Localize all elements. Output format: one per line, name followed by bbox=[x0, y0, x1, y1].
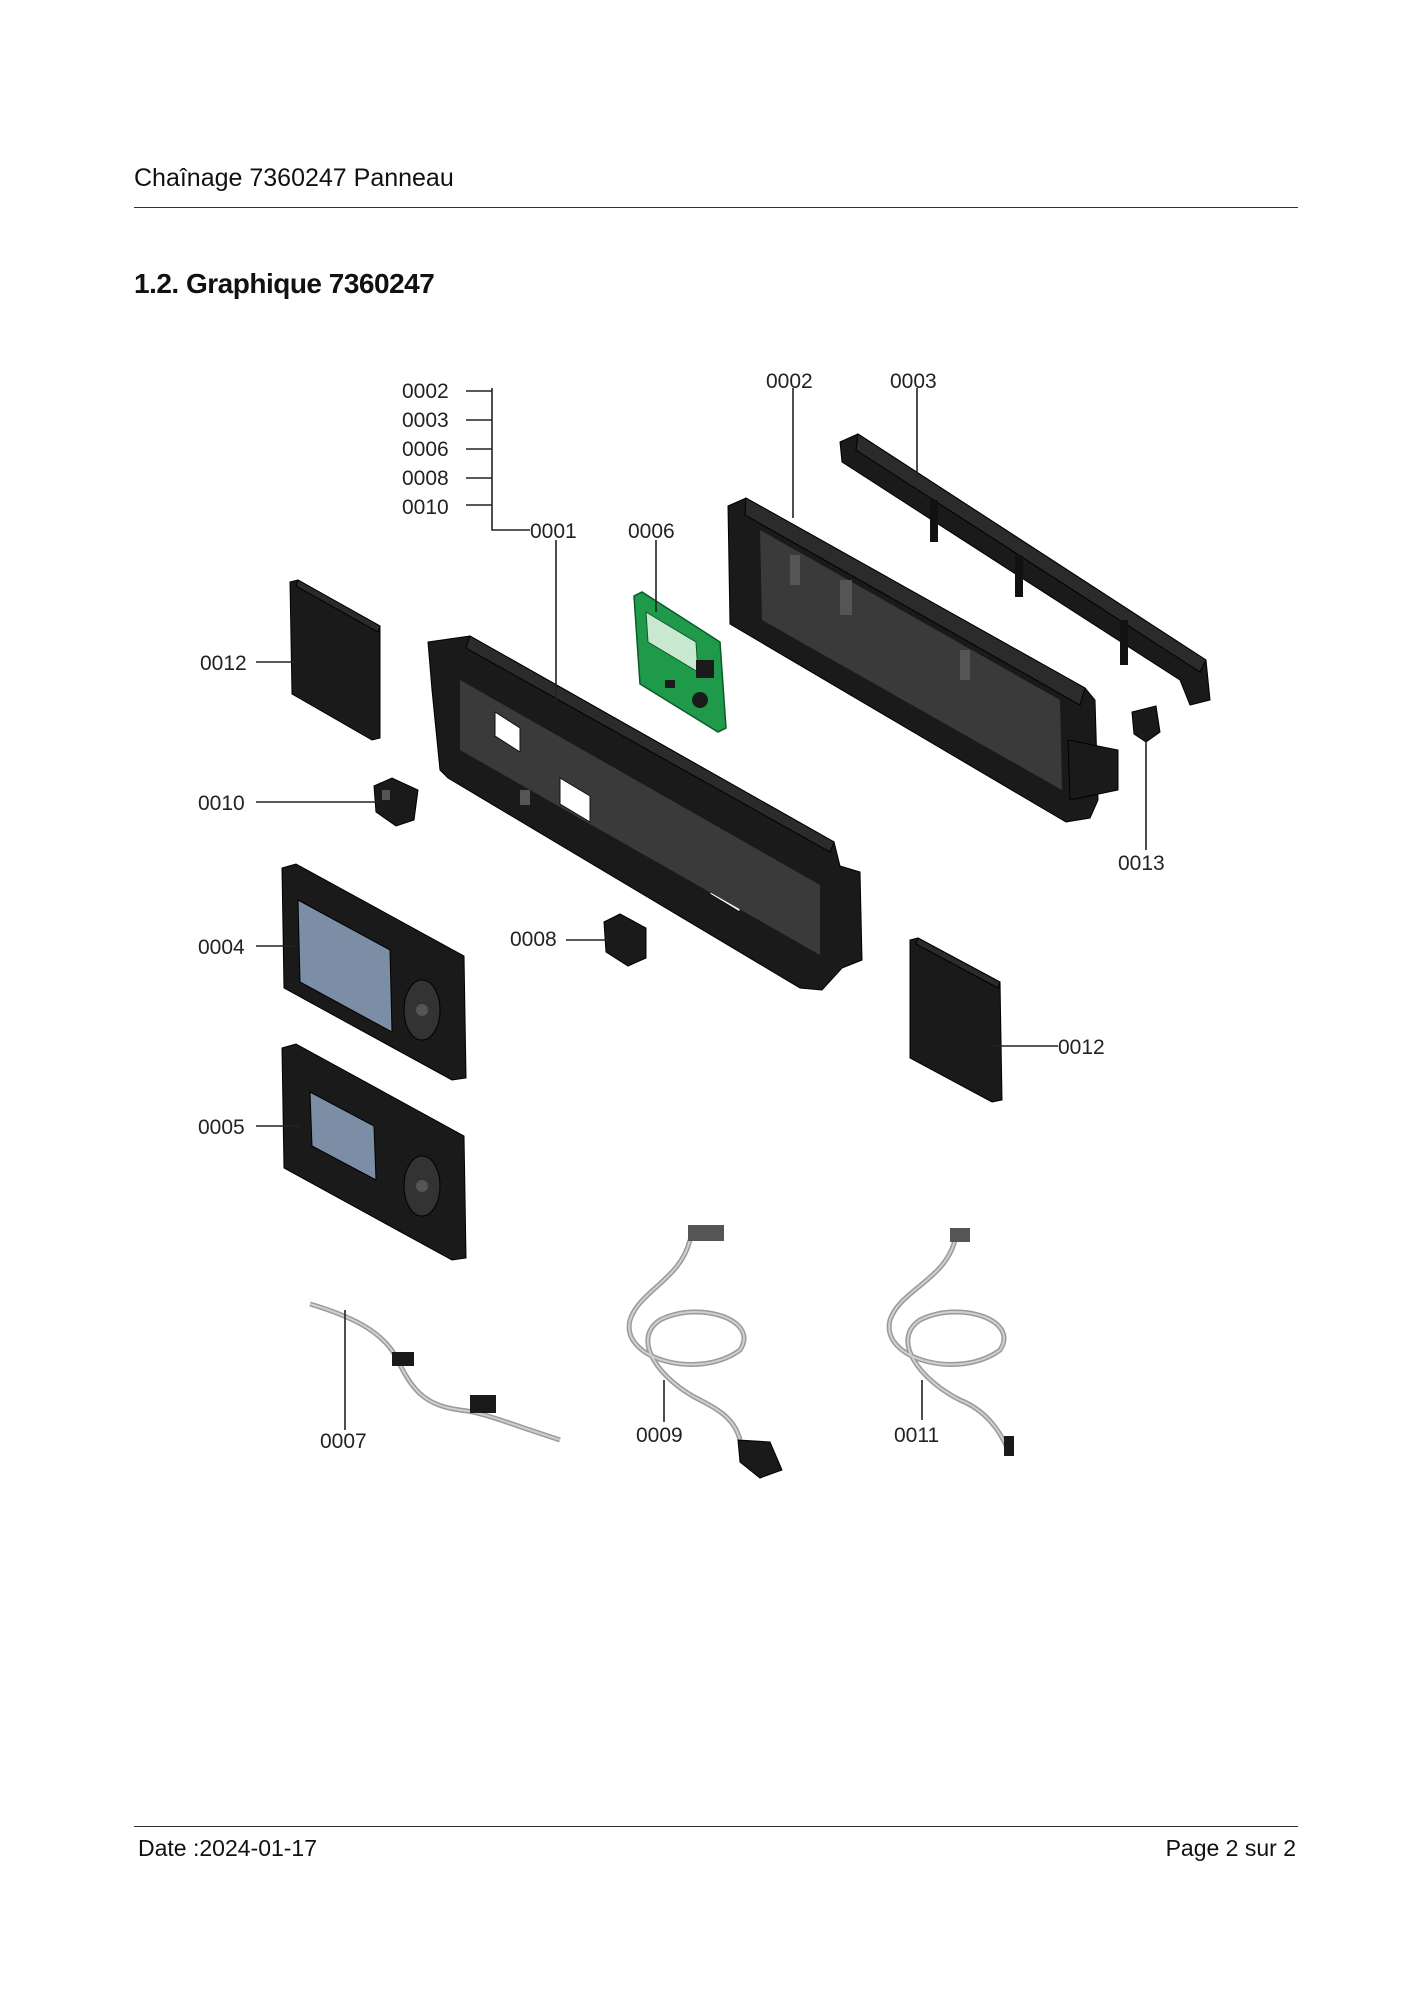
callout-stack-0008: 0008 bbox=[402, 467, 449, 490]
part-wire-harness-0007 bbox=[309, 1301, 561, 1443]
callout-stack-0006: 0006 bbox=[402, 438, 449, 461]
callout-stack: 0002 0003 0006 0008 0010 bbox=[402, 380, 530, 531]
part-side-cap-upper bbox=[289, 579, 381, 741]
callout-0002: 0002 bbox=[766, 370, 813, 393]
document-header-title: Chaînage 7360247 Panneau bbox=[134, 164, 454, 192]
part-cable-0011 bbox=[886, 1228, 1014, 1456]
callout-stack-0003: 0003 bbox=[402, 409, 449, 432]
part-side-cap-lower bbox=[909, 937, 1003, 1103]
part-top-cover bbox=[839, 433, 1211, 706]
part-display-module-0005 bbox=[281, 1043, 467, 1261]
callout-0006: 0006 bbox=[628, 520, 675, 543]
callout-0005: 0005 bbox=[198, 1116, 245, 1139]
part-cable-0009 bbox=[626, 1225, 783, 1479]
callout-0008: 0008 bbox=[510, 928, 557, 951]
callout-0009: 0009 bbox=[636, 1424, 683, 1447]
callout-0010: 0010 bbox=[198, 792, 245, 815]
callout-0013: 0013 bbox=[1118, 852, 1165, 875]
callout-0001: 0001 bbox=[530, 520, 577, 543]
callout-0012-upper: 0012 bbox=[200, 652, 247, 675]
callout-0011: 0011 bbox=[894, 1424, 939, 1447]
footer-date: Date :2024-01-17 bbox=[138, 1835, 318, 1861]
callout-0007: 0007 bbox=[320, 1430, 367, 1453]
callout-stack-0002: 0002 bbox=[402, 380, 449, 403]
part-rear-housing bbox=[727, 497, 1119, 823]
section-title: 1.2. Graphique 7360247 bbox=[134, 268, 435, 299]
part-connector-0010 bbox=[373, 777, 419, 827]
callout-0003: 0003 bbox=[890, 370, 937, 393]
callout-0012-lower: 0012 bbox=[1058, 1036, 1105, 1059]
part-pcb bbox=[633, 591, 727, 733]
header-rule bbox=[134, 207, 1298, 208]
part-clip-0013 bbox=[1131, 705, 1161, 743]
footer-rule bbox=[134, 1826, 1298, 1827]
part-main-panel bbox=[427, 635, 863, 991]
part-connector-0008 bbox=[603, 913, 647, 967]
callout-stack-bracket bbox=[466, 388, 530, 531]
callout-stack-0010: 0010 bbox=[402, 496, 449, 519]
callout-0004: 0004 bbox=[198, 936, 245, 959]
part-display-module-0004 bbox=[281, 863, 467, 1081]
footer-page-number: Page 2 sur 2 bbox=[1165, 1835, 1296, 1861]
